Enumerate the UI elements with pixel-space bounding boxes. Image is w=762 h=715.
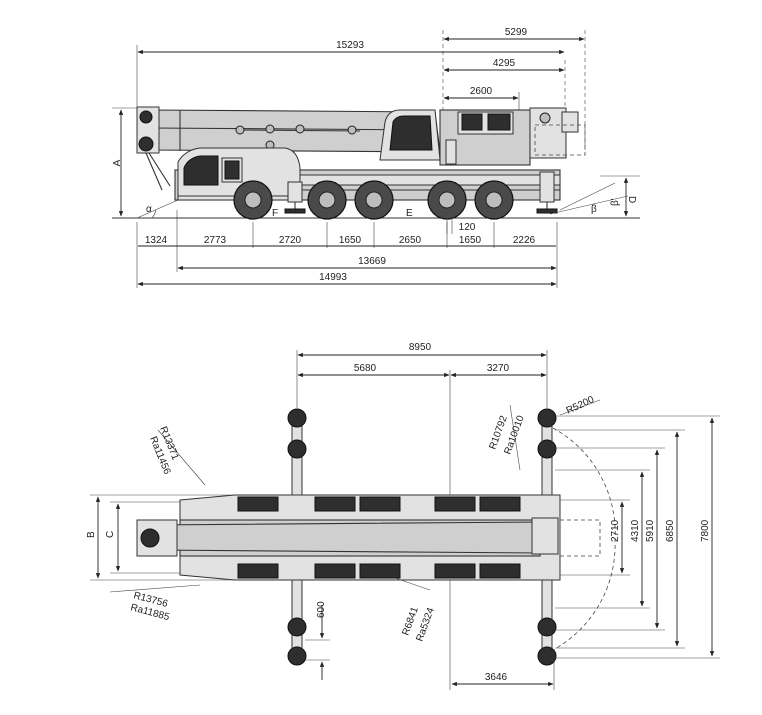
label-beta-prime: β' [610,198,621,206]
driver-cab [177,147,301,201]
label-height-d: D [626,196,637,203]
label-width-2: 4310 [630,519,641,542]
carrier-top [136,494,601,581]
label-point-f: F [272,208,278,219]
wheel-2 [307,180,347,220]
label-height-a: A [112,159,123,166]
wheel-1 [233,180,273,220]
wheel-3 [354,180,394,220]
outrigger-rear [536,171,558,214]
side-top-dimensions: 15293 5299 4295 2600 [136,27,586,155]
label-swing-radius: R5200 [565,394,597,417]
label-rear-overhang: 5299 [505,27,528,38]
label-left-span: 5680 [354,363,377,374]
label-width-4: 6850 [665,519,676,542]
pad-dimension: 600 [305,601,330,680]
dim-chain-4: 1650 [339,235,362,246]
dim-chain-2: 2773 [204,235,227,246]
width-c-dimension: C [105,501,180,574]
label-beta: β [591,204,597,215]
dim-chain-7: 2226 [513,235,536,246]
top-view: 8950 5680 3270 [86,342,720,690]
label-ground-clearance: 120 [459,222,476,233]
label-overall-length: 15293 [336,40,364,51]
side-bottom-dimensions: 1324 2773 2720 1650 2650 1650 2226 120 1… [136,210,558,288]
top-span-dimensions: 8950 5680 3270 [296,342,548,690]
dim-chain-1: 1324 [145,235,168,246]
wheel-5 [474,180,514,220]
label-point-e: E [406,208,413,219]
label-width-c: C [105,531,116,538]
dim-chain-5: 2650 [399,235,422,246]
label-pad-dim: 600 [316,601,327,618]
label-outrigger-span: 8950 [409,342,432,353]
wheel-4 [427,180,467,220]
outrigger-front [284,181,306,214]
label-width-b: B [86,531,97,538]
label-wheelbase: 13669 [358,256,386,267]
label-width-5: 7800 [700,519,711,542]
label-counterweight: 2600 [470,86,493,97]
departure-angle: β β' [549,182,629,215]
width-b-dimension: B [86,494,235,581]
rear-offset-dimension: 3646 [451,660,555,690]
crane-boom [136,106,441,191]
dim-chain-6: 1650 [459,235,482,246]
dim-chain-3: 2720 [279,235,302,246]
height-d-dimension: D [600,175,640,217]
superstructure [379,107,586,166]
label-outrigger-to-rear: 4295 [493,58,516,69]
side-view: 15293 5299 4295 2600 A [112,27,640,288]
approach-angle: α [136,199,179,219]
label-total-length: 14993 [319,272,347,283]
label-width-3: 5910 [645,519,656,542]
width-chain: 2710 4310 5910 6850 7800 [555,415,720,659]
label-width-1: 2710 [610,519,621,542]
inner-turning-radii: R6841 Ra5324 [394,577,437,643]
label-right-span: 3270 [487,363,510,374]
label-alpha: α [146,204,152,215]
label-rear-offset: 3646 [485,672,508,683]
